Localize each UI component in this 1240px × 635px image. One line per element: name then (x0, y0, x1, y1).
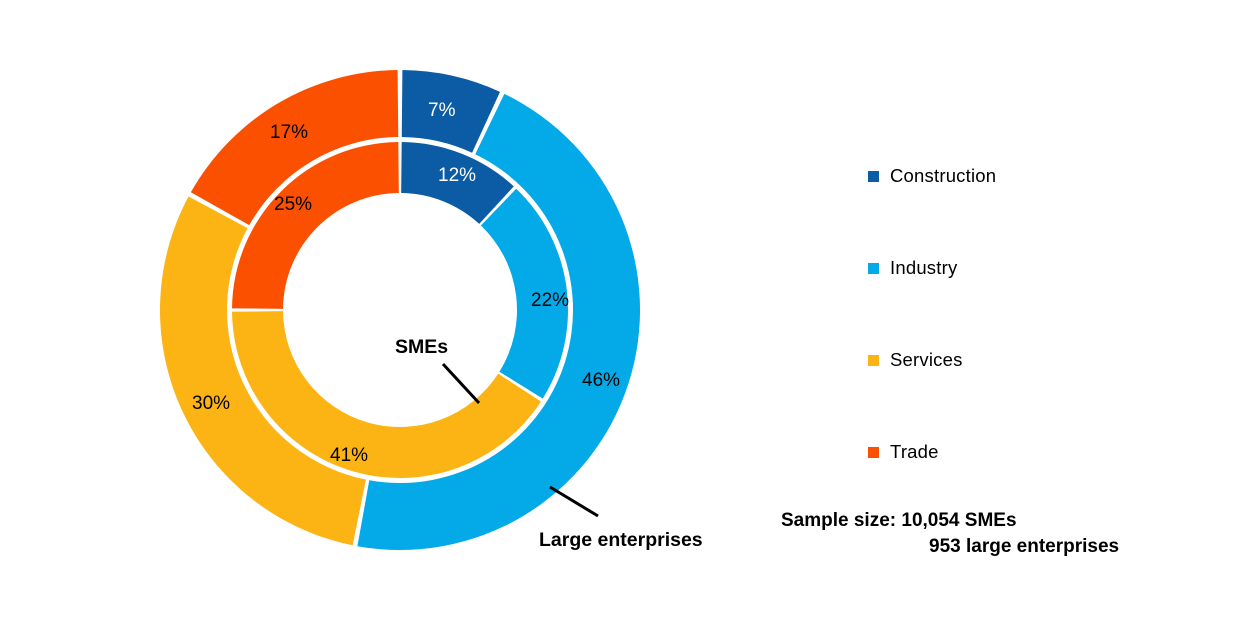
outer-slice-construction[interactable] (401, 70, 501, 153)
inner-slice-trade[interactable] (232, 142, 399, 309)
callout-large-enterprises: Large enterprises (539, 529, 703, 551)
outer-slice-services[interactable] (159, 196, 366, 546)
legend-swatch-trade (868, 446, 879, 458)
outer-ring-large-enterprises (159, 70, 641, 551)
legend-item-trade[interactable]: Trade (868, 406, 1128, 498)
inner-slice-construction[interactable] (401, 142, 514, 224)
sample-size-block: Sample size: 10,054 SMEs 953 large enter… (781, 508, 1119, 560)
legend: Construction Industry Services Trade (868, 130, 1128, 498)
legend-item-services[interactable]: Services (868, 314, 1128, 406)
legend-swatch-services (868, 354, 879, 366)
legend-swatch-industry (868, 262, 879, 274)
legend-label-industry: Industry (890, 257, 958, 278)
outer-slice-industry[interactable] (357, 93, 641, 551)
legend-label-trade: Trade (890, 441, 939, 462)
sample-size-line-2: 953 large enterprises (929, 536, 1120, 557)
legend-item-industry[interactable]: Industry (868, 222, 1128, 314)
inner-slice-industry[interactable] (480, 188, 568, 399)
outer-slice-trade[interactable] (190, 70, 399, 226)
sample-size-line-1: Sample size: 10,054 SMEs (781, 510, 1017, 531)
legend-swatch-construction (868, 170, 879, 182)
leader-line-large-enterprises (549, 485, 599, 518)
legend-item-construction[interactable]: Construction (868, 130, 1128, 222)
legend-label-construction: Construction (890, 165, 997, 186)
legend-label-services: Services (890, 349, 963, 370)
leader-line-smes (441, 362, 481, 405)
inner-slice-services[interactable] (232, 311, 541, 479)
inner-ring-smes (232, 142, 568, 479)
callout-smes: SMEs (395, 336, 449, 358)
